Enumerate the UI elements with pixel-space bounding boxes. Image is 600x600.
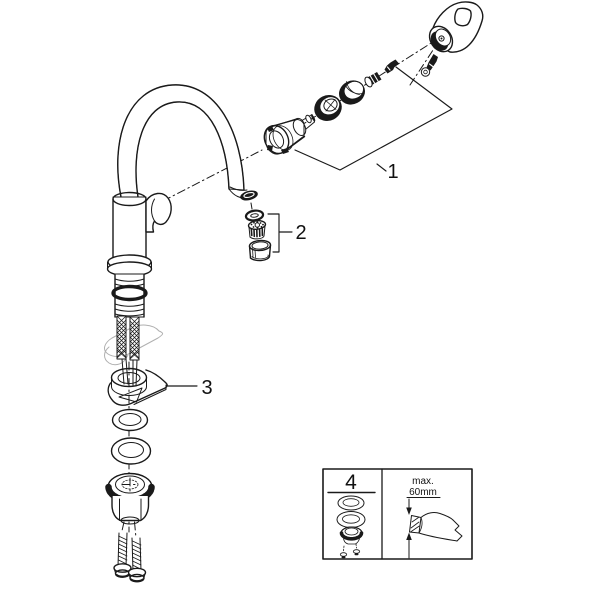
- adapter-screw: [384, 59, 399, 74]
- mounting-bracket: [107, 367, 168, 406]
- lever-handle: [428, 1, 484, 53]
- drawing-root: 1 2 3 4 max.: [104, 1, 484, 583]
- max-depth-figure: max. 60mm: [406, 476, 463, 559]
- aerator-housing: [248, 239, 272, 262]
- threaded-shank: [111, 273, 148, 318]
- cartridge-retainer-ring: [314, 95, 342, 121]
- faucet-spout: [117, 84, 258, 201]
- callout-3-label: 3: [201, 377, 212, 399]
- detail-box: 4 max. 60mm: [322, 468, 473, 560]
- max-label: max.: [412, 476, 434, 487]
- supply-hoses: [116, 315, 140, 387]
- dome-cap: [339, 80, 365, 105]
- cartridge: [263, 114, 316, 155]
- mounting-nut: [105, 472, 155, 525]
- handle-stub: [145, 192, 172, 233]
- callout-1-leader: [294, 66, 453, 172]
- callout-2-label: 2: [295, 222, 306, 244]
- detail-box-parts: [336, 495, 366, 559]
- callout-2-leader: [267, 213, 293, 253]
- stem-adapter: [364, 72, 382, 88]
- base-collar: [106, 254, 153, 277]
- aerator-insert: [247, 220, 267, 240]
- washer-upper: [111, 408, 149, 432]
- washer-lower: [110, 437, 152, 465]
- faucet-body-column: [106, 191, 172, 277]
- axis-lines: [121, 39, 440, 539]
- spout-outlet-tip: [240, 190, 258, 201]
- dimension-label: 60mm: [409, 487, 437, 498]
- handle-grub-screw: [426, 54, 438, 71]
- fixing-screws: [113, 532, 147, 583]
- callout-1-label: 1: [387, 161, 398, 183]
- handle-screw-ring: [420, 67, 431, 77]
- detail-box-number: 4: [345, 471, 357, 494]
- aerator-o-ring: [244, 209, 265, 222]
